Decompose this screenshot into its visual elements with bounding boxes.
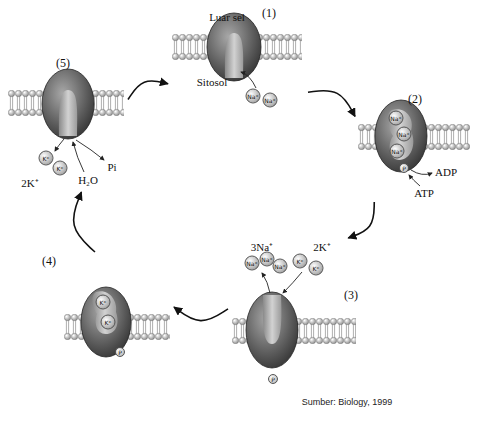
cycle-arrow	[308, 91, 355, 117]
pump-protein	[375, 100, 427, 172]
ion-sphere: Na⁺	[246, 89, 261, 104]
ion-sphere: K⁺	[39, 151, 54, 166]
ion-sphere: Na⁺	[245, 256, 260, 271]
ion-sphere: K⁺	[53, 161, 68, 176]
phosphate-group: P	[115, 347, 125, 357]
stage-number: (3)	[344, 288, 358, 303]
ion-sphere: Na⁺	[263, 93, 278, 108]
source-caption: Sumber: Biology, 1999	[302, 397, 392, 407]
ion-label: H₂O	[78, 174, 98, 186]
ion-sphere: Na⁺	[389, 111, 404, 126]
ion-label: 2K⁺	[313, 239, 330, 254]
ion-sphere: Na⁺	[273, 259, 288, 274]
movement-arrows	[55, 72, 432, 293]
ion-sphere: K⁺	[309, 261, 324, 276]
cycle-arrow	[128, 81, 168, 100]
ion-label: ATP	[414, 187, 434, 199]
ion-label: ADP	[435, 166, 457, 178]
ion-label: 2K⁺	[21, 175, 38, 190]
phosphate-group: P	[268, 374, 278, 384]
ion-label: Sitosol	[197, 76, 228, 88]
ion-sphere: K⁺	[101, 315, 116, 330]
ion-label: Pi	[107, 161, 116, 173]
pump-protein	[81, 287, 131, 357]
ion-label: Luar sel	[209, 11, 245, 23]
stage-number: (5)	[56, 56, 70, 71]
ion-sphere: K⁺	[293, 254, 308, 269]
ion-sphere: K⁺	[96, 295, 111, 310]
cycle-arrow	[174, 307, 228, 320]
ion-sphere: Na⁺	[390, 144, 405, 159]
pump-protein	[246, 292, 298, 368]
stage-number: (2)	[408, 92, 422, 107]
ion-sphere: Na⁺	[397, 127, 412, 142]
pump-protein	[42, 69, 94, 139]
cycle-arrow	[348, 202, 374, 238]
pump-stage: (2)	[355, 92, 473, 202]
pump-protein	[207, 13, 261, 81]
stage-number: (1)	[262, 6, 276, 21]
cycle-arrow	[74, 192, 95, 252]
stage-number: (4)	[42, 254, 56, 269]
phosphate-group: P	[399, 163, 409, 173]
